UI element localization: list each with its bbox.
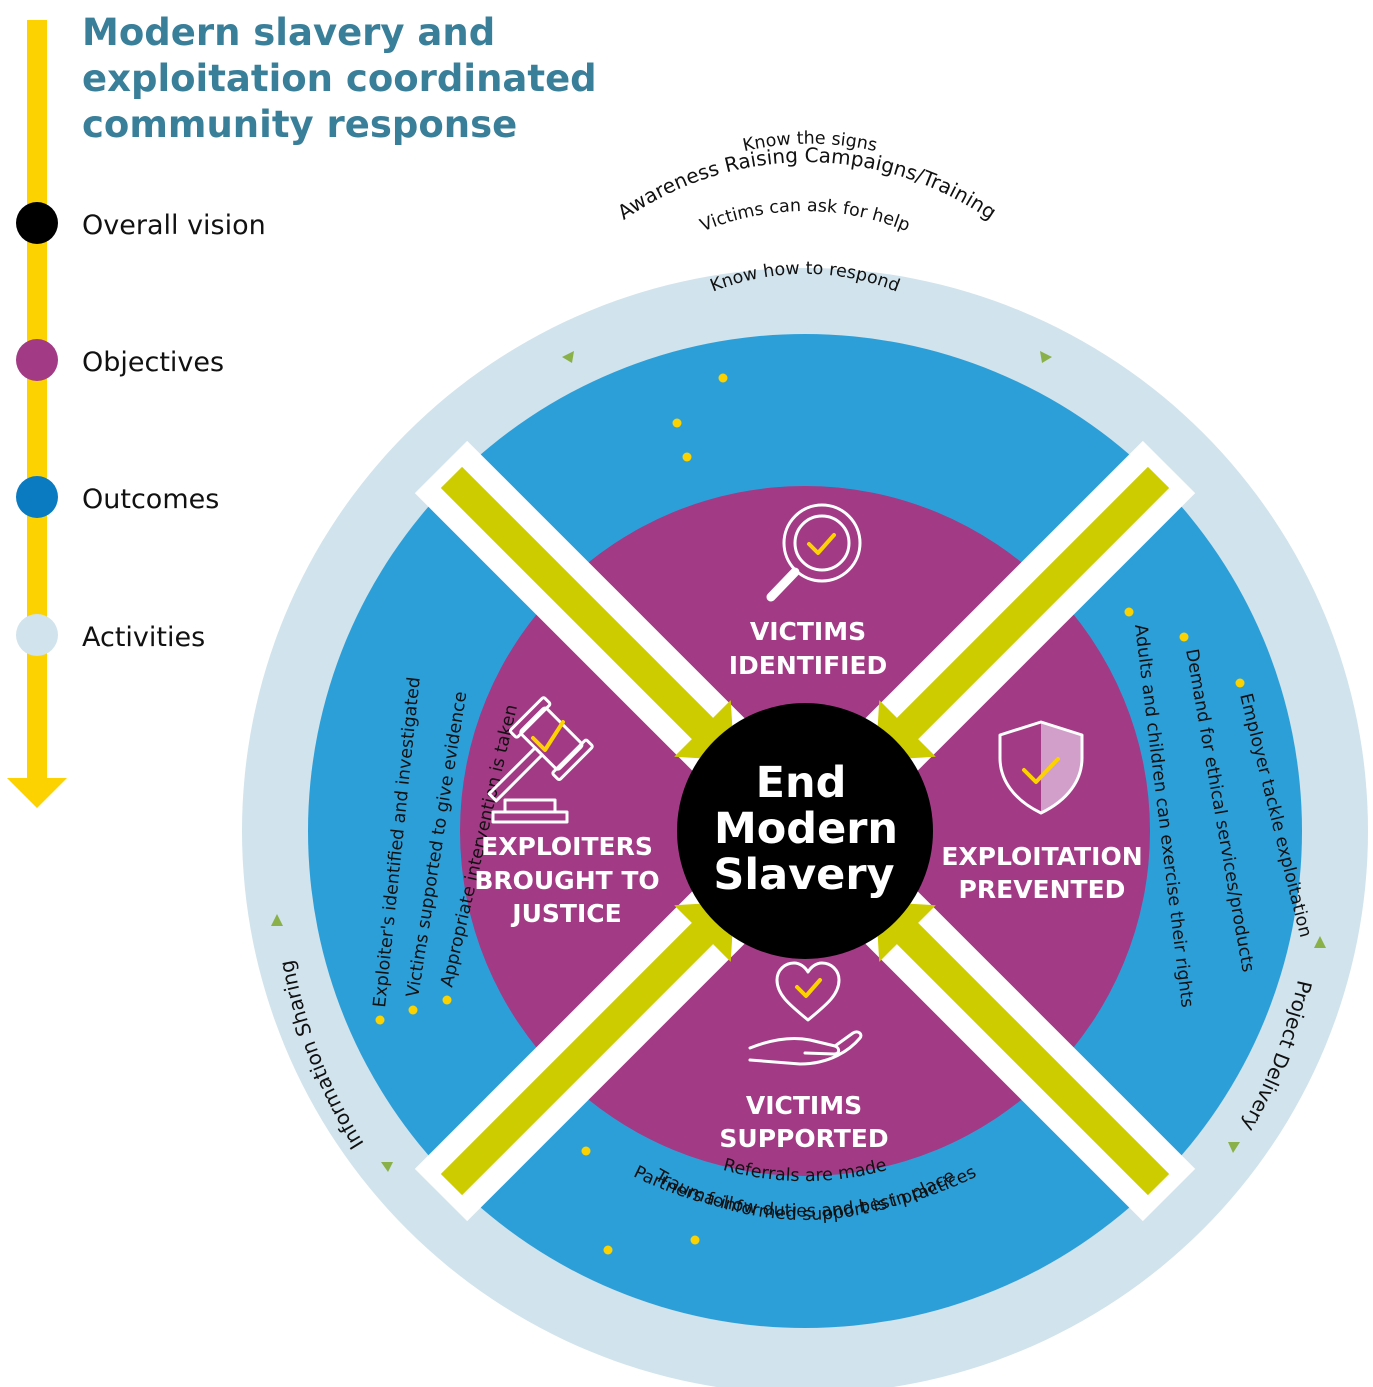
legend-dot-vision	[16, 202, 58, 244]
bullet	[581, 1146, 591, 1156]
legend-dot-objectives	[16, 339, 58, 381]
title-line-1: Modern slavery and	[82, 11, 495, 54]
bullet	[375, 1015, 385, 1025]
outcome-top-2: Victims can ask for help	[697, 196, 912, 236]
objective-left-line-2: BROUGHT TO	[474, 866, 659, 895]
objective-bottom-line-2: SUPPORTED	[719, 1124, 888, 1153]
marker-right-bottom	[1228, 1142, 1240, 1153]
arrow-top-left	[440, 466, 735, 761]
legend-dot-activities	[16, 614, 58, 656]
marker-top-right	[1040, 351, 1052, 363]
outcome-top-2-text: Victims can ask for help	[697, 196, 912, 236]
activity-markers	[271, 351, 1326, 1172]
bullet	[1235, 678, 1245, 688]
bullet	[408, 1005, 418, 1015]
objective-bottom-line-1: VICTIMS	[746, 1091, 862, 1120]
marker-top-left	[562, 351, 574, 363]
heart-hand-icon	[748, 961, 863, 1066]
arrow-bottom-right	[875, 901, 1170, 1196]
objective-left-line-1: EXPLOITERS	[481, 832, 653, 861]
marker-left-top	[271, 914, 283, 926]
bullet	[672, 418, 682, 428]
legend-label-vision: Overall vision	[82, 210, 266, 241]
title-line-2: exploitation coordinated	[82, 57, 597, 100]
vision-line-3: Slavery	[713, 850, 894, 900]
bullet	[1179, 632, 1189, 642]
legend: Overall vision Objectives Outcomes Activ…	[7, 20, 266, 808]
vision-line-2: Modern	[714, 804, 898, 854]
shield-check-icon	[998, 720, 1084, 815]
objective-top-line-1: VICTIMS	[750, 617, 866, 646]
magnifier-check-icon	[766, 503, 862, 602]
bullet	[1124, 607, 1134, 617]
bullet	[690, 1235, 700, 1245]
page-title: Modern slavery and exploitation coordina…	[82, 11, 597, 146]
objective-right-line-1: EXPLOITATION	[941, 842, 1142, 871]
marker-right-top	[1314, 936, 1326, 948]
objective-right-line-2: PREVENTED	[959, 875, 1126, 904]
bullet	[442, 995, 452, 1005]
legend-dot-outcomes	[16, 476, 58, 518]
vision-line-1: End	[756, 758, 847, 808]
bullet	[718, 373, 728, 383]
objective-right: EXPLOITATION PREVENTED	[941, 842, 1142, 904]
timeline-arrowhead	[7, 778, 67, 808]
marker-left-bottom	[381, 1162, 393, 1172]
title-line-3: community response	[82, 103, 517, 146]
legend-label-outcomes: Outcomes	[82, 484, 219, 515]
legend-label-activities: Activities	[82, 622, 205, 653]
objective-top: VICTIMS IDENTIFIED	[729, 617, 888, 680]
arrow-bottom-left	[440, 901, 735, 1196]
objective-left: EXPLOITERS BROUGHT TO JUSTICE	[474, 832, 659, 928]
timeline-bar	[27, 20, 47, 780]
bullet	[682, 452, 692, 462]
inward-arrows	[440, 466, 1170, 1196]
vision-text: End Modern Slavery	[713, 758, 898, 900]
objective-left-line-3: JUSTICE	[510, 899, 621, 928]
objective-bottom: VICTIMS SUPPORTED	[719, 1091, 888, 1153]
legend-label-objectives: Objectives	[82, 347, 224, 378]
gavel-icon	[487, 696, 594, 824]
bullet	[603, 1245, 613, 1255]
objective-top-line-2: IDENTIFIED	[729, 651, 888, 680]
vision-circle	[677, 703, 933, 959]
arrow-top-right	[875, 466, 1170, 761]
